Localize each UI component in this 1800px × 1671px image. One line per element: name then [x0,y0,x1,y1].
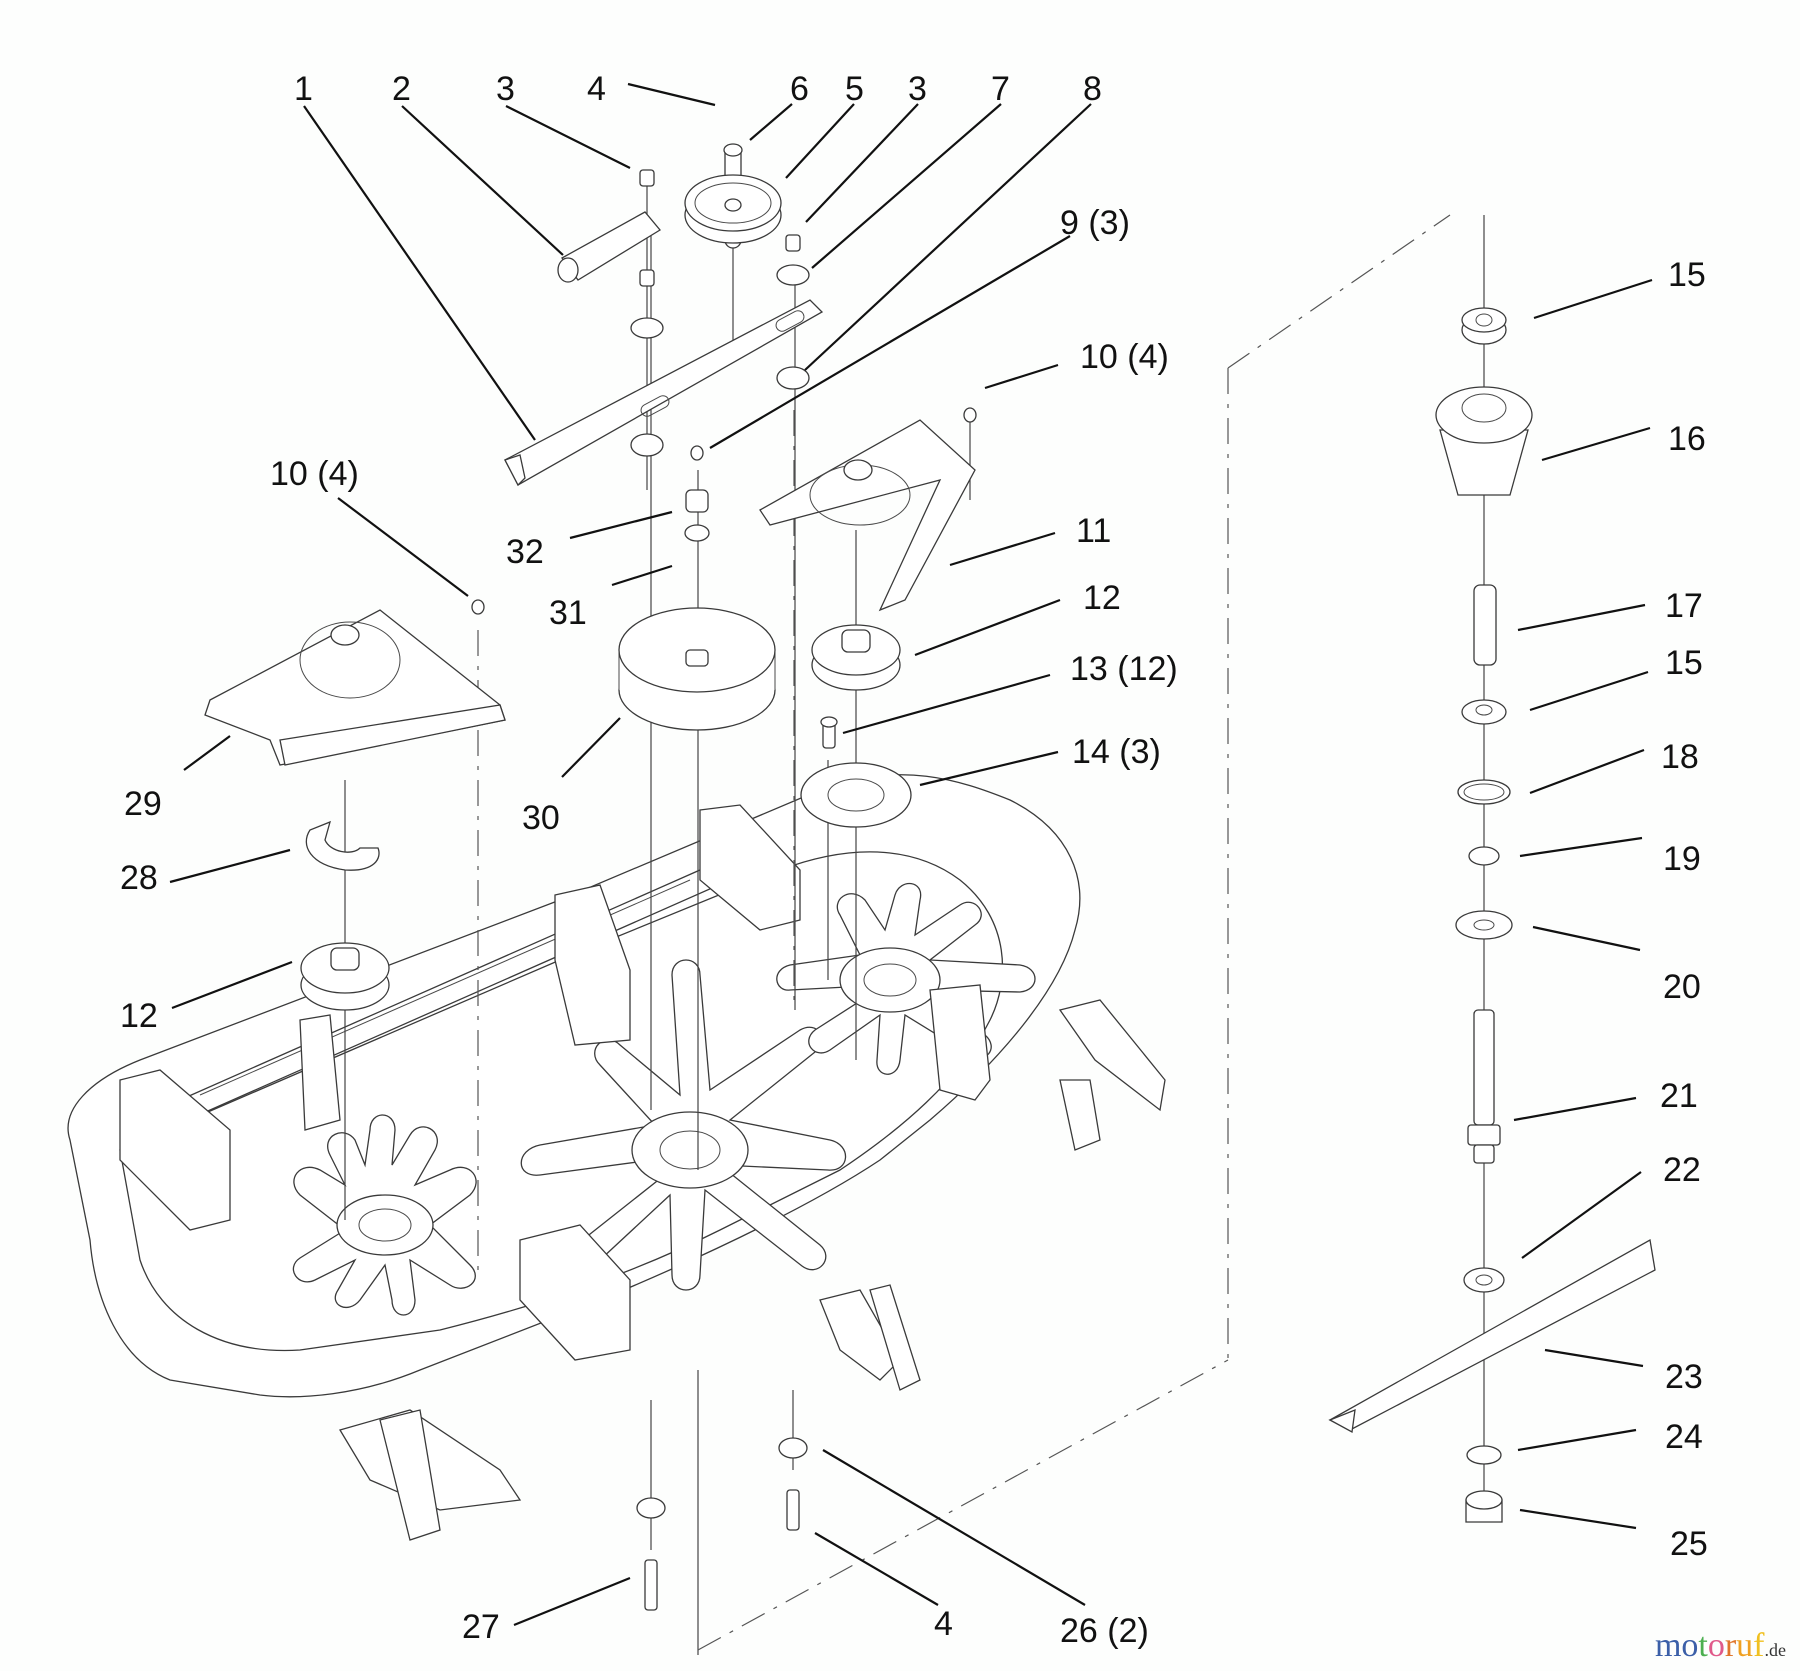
callout-22: 22 [1663,1151,1701,1189]
drive-pulley-30 [618,607,776,731]
callout-3b: 3 [908,70,927,108]
wm-suffix: .de [1764,1640,1787,1660]
callout-27: 27 [462,1608,500,1646]
slotted-spacer-28 [305,820,380,871]
callout-11: 11 [1076,512,1111,550]
callout-7: 7 [991,70,1010,108]
callout-28: 28 [120,859,158,897]
callout-20: 20 [1663,968,1701,1006]
spindle-stack [1328,307,1656,1523]
callout-26: 26 (2) [1060,1612,1149,1650]
callout-32: 32 [506,533,544,571]
wm-letter: m [1654,1627,1682,1664]
callout-8: 8 [1083,70,1102,108]
callout-10-left: 10 (4) [270,455,359,493]
pulleys-12 [300,624,901,1011]
callout-19: 19 [1663,840,1701,878]
leader-lines [169,82,1653,1627]
left-spindle-cutout [292,1114,477,1316]
callout-18: 18 [1661,738,1699,776]
callout-24: 24 [1665,1418,1703,1456]
bottom-hardware [636,1437,808,1611]
wm-letter: t [1698,1627,1708,1664]
wm-letter: u [1736,1627,1754,1664]
callout-6: 6 [790,70,809,108]
callout-10-right: 10 (4) [1080,338,1169,376]
watermark-logo: motoruf.de [1655,1627,1786,1665]
callout-5: 5 [845,70,864,108]
wm-letter: o [1707,1627,1725,1664]
cover-plate-11 [759,419,976,612]
deck-brackets [119,804,1166,1541]
callout-25: 25 [1670,1525,1708,1563]
callout-3: 3 [496,70,515,108]
callout-29: 29 [124,785,162,823]
spacer-tube [557,211,661,283]
wm-letter: r [1724,1627,1737,1664]
callout-30: 30 [522,799,560,837]
wm-letter: f [1753,1627,1765,1664]
callout-9: 9 (3) [1060,204,1130,242]
callout-4: 4 [587,70,606,108]
idler-pulley-5 [684,174,782,244]
callout-12-right: 12 [1083,579,1121,617]
callout-31: 31 [549,594,587,632]
callout-16: 16 [1668,420,1706,458]
callout-2: 2 [392,70,411,108]
callout-15-mid: 15 [1665,644,1703,682]
idler-arm [504,299,824,487]
callout-21: 21 [1660,1077,1698,1115]
callout-23: 23 [1665,1358,1703,1396]
callout-14: 14 (3) [1072,733,1161,771]
callout-17: 17 [1665,587,1703,625]
callout-15-top: 15 [1668,256,1706,294]
callout-labels: 1 2 3 4 6 5 3 7 8 9 (3) 10 (4) 10 (4) 11… [120,70,1708,1650]
cover-plate-29 [204,407,977,766]
callout-1: 1 [294,70,313,108]
callout-13: 13 (12) [1070,650,1178,688]
callout-4-bottom: 4 [934,1605,953,1643]
wm-letter: o [1681,1627,1699,1664]
bolt-13-and-flange-14 [800,716,912,828]
callout-12-left: 12 [120,997,158,1035]
